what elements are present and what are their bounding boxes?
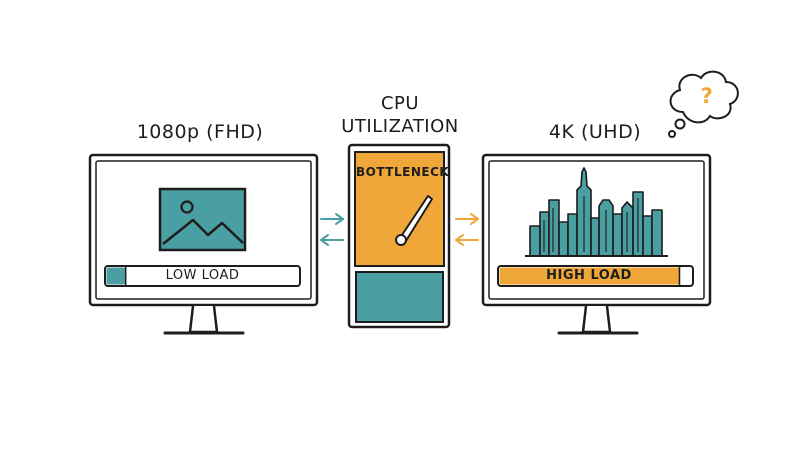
city-skyline-icon <box>525 167 668 257</box>
monitor-4k <box>481 153 712 335</box>
arrow-icon <box>455 234 479 246</box>
high-load-bar <box>497 265 694 287</box>
arrow-icon <box>320 234 344 246</box>
title-4k: 4K (UHD) <box>548 121 642 143</box>
low-load-label: LOW LOAD <box>165 268 240 283</box>
image-icon <box>158 187 247 252</box>
arrow-icon <box>455 213 479 225</box>
title-1080p: 1080p (FHD) <box>136 121 264 143</box>
cpu-utilization-panel <box>347 143 451 329</box>
monitor-1080p <box>88 153 319 335</box>
thought-bubble-icon <box>668 70 739 138</box>
low-load-bar <box>104 265 301 287</box>
arrow-icon <box>320 213 344 225</box>
title-cpu: CPU <box>380 93 420 114</box>
bottleneck-label: BOTTLENECK <box>356 165 450 179</box>
question-mark: ? <box>700 84 714 108</box>
arrows-cpu-to-right <box>455 213 479 246</box>
title-utilization: UTILIZATION <box>341 116 459 137</box>
arrows-left-to-cpu <box>320 213 344 246</box>
high-load-label: HIGH LOAD <box>546 268 632 283</box>
gauge-needle-icon <box>395 195 433 246</box>
